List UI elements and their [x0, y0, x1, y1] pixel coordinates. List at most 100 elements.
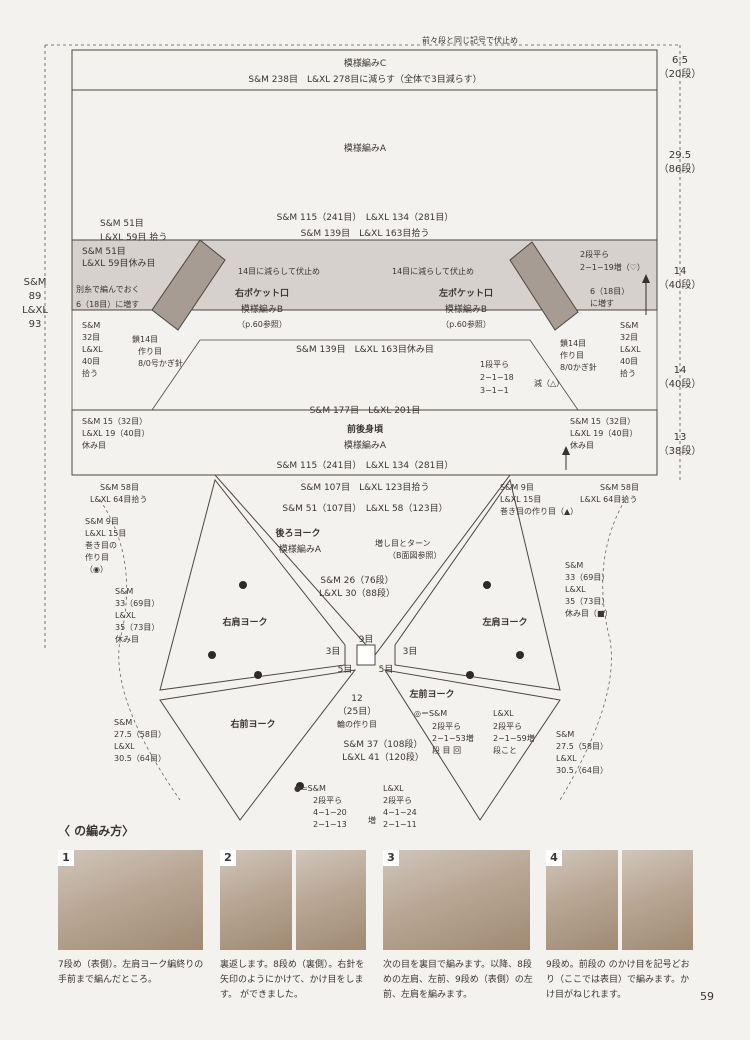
dim-5: 13 [674, 432, 687, 443]
dot-legend-xl-2: 2段平ら [383, 795, 412, 805]
body-title: 前後身頃 [347, 423, 384, 435]
pocket-right-pick-2: 32目 [620, 333, 638, 342]
step-number: 2 [220, 850, 236, 866]
pocket-left-pick-2: 32目 [82, 333, 100, 342]
left-33-4: 35（73目） [115, 623, 159, 632]
right-33-3: L&XL [565, 585, 586, 594]
side-left-2: L&XL 19（40目） [82, 429, 150, 438]
side-right-1: S&M 15（32目） [570, 417, 635, 426]
back-yoke-pattern: 模様編みA [279, 543, 322, 555]
right-275-1: S&M [556, 730, 574, 739]
row-107: S&M 107目 L&XL 123目拾う [301, 481, 430, 493]
right-33-2: 33（69目） [565, 573, 609, 582]
front-37-1: S&M 37（108段） [344, 738, 423, 750]
left-front-rows-xl-4: 段こと [493, 745, 517, 755]
right-33-1: S&M [565, 561, 583, 570]
side-right-3: 休み目 [570, 440, 594, 450]
right-inc-rows-1: 2段平ら [580, 249, 609, 259]
pocket-right-pick-5: 拾う [620, 368, 636, 378]
left-9-5: （◉） [85, 565, 108, 574]
left-58-2: L&XL 64目拾う [90, 494, 147, 504]
pocket-left-pick-3: L&XL [82, 345, 103, 354]
right-pocket-pattern: 模様編みB [241, 303, 283, 315]
right-inc-rows-2: 2−1−19増（♡） [580, 262, 645, 272]
left-9-2: L&XL 15目 [85, 529, 126, 538]
dim-1: 6.5 [672, 55, 688, 66]
right-33-4: 35（73目） [565, 597, 609, 606]
left-33-2: 33（69目） [115, 599, 159, 608]
size-2: 89 [29, 291, 42, 302]
bind-right: 14目に減らして伏止め [392, 266, 474, 276]
back-yoke-title: 後ろヨーク [275, 527, 320, 539]
dot-legend-xl-1: L&XL [383, 784, 404, 793]
bind-left: 14目に減らして伏止め [238, 266, 320, 276]
step-number: 4 [546, 850, 562, 866]
pocket-left-chain-2: 作り目 [138, 346, 162, 356]
right-pocket-title: 右ポケット口 [234, 287, 289, 299]
inc-label: 増 [368, 815, 376, 825]
side-left-3: 休み目 [82, 440, 106, 450]
center-12-3: 輪の作り目 [337, 719, 377, 729]
c3r: 3目 [403, 646, 418, 657]
dim-5b: （38段） [659, 444, 702, 457]
left-front-rows-xl-2: 2段平ら [493, 721, 522, 731]
turn-note-2: （B面図参照） [388, 550, 442, 560]
left-275-2: 27.5（58目） [114, 730, 166, 739]
dim-2: 29.5 [669, 150, 691, 161]
center-12-1: 12 [351, 694, 362, 704]
left-33-5: 休み目 [115, 634, 139, 644]
left-front-rows-2: 2段平ら [432, 721, 461, 731]
dec-label: 減（△） [534, 378, 564, 388]
left-separate: 別糸で編んでおく [76, 284, 140, 294]
left-9-1: S&M 9目 [85, 517, 119, 526]
c3l: 3目 [326, 646, 341, 657]
right-33-5: 休み目（■） [565, 608, 613, 618]
dot-legend-xl-4: 2−1−11 [383, 820, 417, 829]
dim-3b: （40段） [659, 278, 702, 291]
pocket-right-pick-4: 40目 [620, 357, 638, 366]
center-12-2: （25目） [338, 706, 376, 717]
left-275-3: L&XL [114, 742, 135, 751]
step-caption: 9段め。前段の のかけ目を記号どおり（ここでは表目）で編みます。かけ目がねじれま… [546, 960, 690, 1000]
step-number: 3 [383, 850, 399, 866]
pocket-right-pick-3: L&XL [620, 345, 641, 354]
step-caption: 次の目を裏目で編みます。以降、8段めの左肩、左前、9段め（表側）の左前、左肩を編… [383, 960, 533, 1000]
dot-legend-4: 2−1−13 [313, 820, 347, 829]
left-front-rows-4: 段 目 回 [432, 745, 461, 755]
front-37-2: L&XL 41（120段） [342, 751, 424, 763]
left-58-1: S&M 58目 [100, 483, 139, 492]
page-number: 59 [700, 990, 714, 1003]
right-inc-2: に増す [590, 298, 614, 308]
left-275-1: S&M [114, 718, 132, 727]
step-caption: 7段め（表側）。左肩ヨーク編終りの手前まで編んだところ。 [58, 960, 204, 985]
dim-4: 14 [674, 365, 687, 376]
left-9-3: 巻き目の [85, 540, 117, 550]
step-photo [58, 850, 203, 950]
left-front-rows-3: 2−1−53増 [432, 733, 474, 743]
left-front-rows-1: ◎＝S&M [414, 709, 447, 718]
step-photo [296, 850, 366, 950]
size-4: 93 [29, 319, 42, 330]
pocket-left-pick-1: S&M [82, 321, 100, 330]
left-275-4: 30.5（64目） [114, 754, 166, 763]
band-a-title: 模様編みA [344, 142, 387, 154]
band-c-title: 模様編みC [344, 57, 386, 69]
dec-rows-1: 1段平ら [480, 359, 509, 369]
step-number: 1 [58, 850, 74, 866]
pocket-right-chain-1: 鎖14目 [560, 338, 586, 348]
row-115-bottom: S&M 115（241目） L&XL 134（281目） [277, 460, 454, 471]
right-9-3: 巻き目の作り目（▲） [500, 506, 578, 516]
side-right-2: L&XL 19（40目） [570, 429, 638, 438]
c5r: 5目 [379, 664, 394, 675]
left-pocket-title: 左ポケット口 [438, 287, 493, 299]
pocket-left-pick-4: 40目 [82, 357, 100, 366]
side-left-1: S&M 15（32目） [82, 417, 147, 426]
right-58-1: S&M 58目 [600, 483, 639, 492]
c5l: 5目 [338, 664, 353, 675]
pocket-right-chain-2: 作り目 [560, 350, 584, 360]
step-photo [383, 850, 530, 950]
dot-legend-2: 2段平ら [313, 795, 342, 805]
dot-legend-xl-3: 4−1−24 [383, 808, 417, 817]
left-59-rest: L&XL 59目休み目 [82, 257, 156, 269]
right-9-1: S&M 9目 [500, 483, 534, 492]
